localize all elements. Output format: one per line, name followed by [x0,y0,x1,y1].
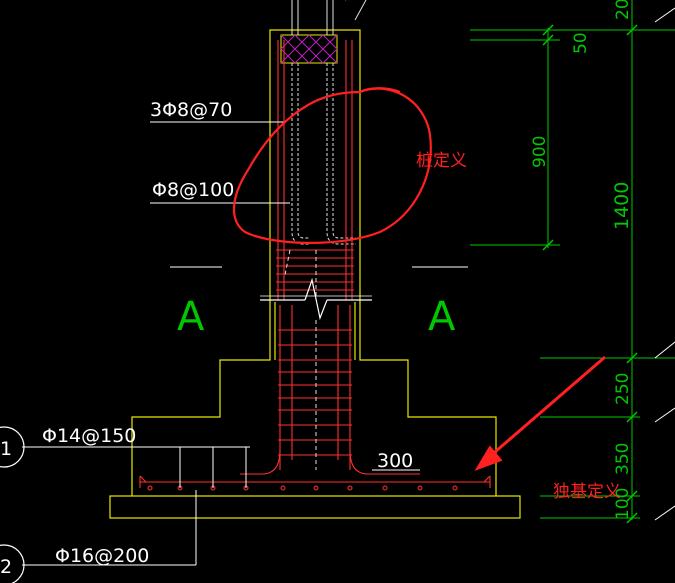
detail-tag-2-circle [0,544,25,583]
dim-1400: 1400 [611,182,633,230]
frame-ticks [654,7,675,521]
dimension-lines [470,0,675,524]
column-leaders [150,121,290,204]
hook-length-label: 300 [377,450,413,472]
footing-arrow [474,355,606,471]
section-mark-right: A [428,294,456,340]
detail-tags [0,426,25,583]
dim-20: 20 [613,0,633,20]
bedding-pad [109,495,521,519]
base-leaders [22,446,420,566]
annotation-isolated-footing-definition: 独基定义 [553,482,621,502]
annotation-pile-definition: 桩定义 [416,151,467,171]
detail-tag-1: 1 [0,438,12,460]
rebar-label-phi14at150: Φ14@150 [42,425,136,447]
pile-highlight-circle [232,87,432,244]
rebar-label-3phi8at70: 3Φ8@70 [150,99,232,121]
base-mesh [139,475,491,488]
stirrup-ties [284,249,317,470]
dim-350: 350 [613,443,633,475]
detail-tag-2: 2 [0,556,12,578]
footing-profile [131,29,497,496]
break-line [260,277,372,321]
concrete-outline [109,29,521,519]
anchor-bolts [291,0,367,245]
dim-50: 50 [571,32,591,54]
section-mark-left: A [177,294,205,340]
rebar-label-phi16at200: Φ16@200 [55,545,149,567]
column-cap [280,34,338,64]
dim-250: 250 [613,373,633,405]
dim-900: 900 [530,136,550,168]
dim-100: 100 [613,488,633,520]
detail-tag-1-circle [0,426,25,468]
column-rebar [240,40,420,475]
rebar-label-phi8at100: Φ8@100 [152,179,234,201]
base-bar-dots [147,485,458,491]
